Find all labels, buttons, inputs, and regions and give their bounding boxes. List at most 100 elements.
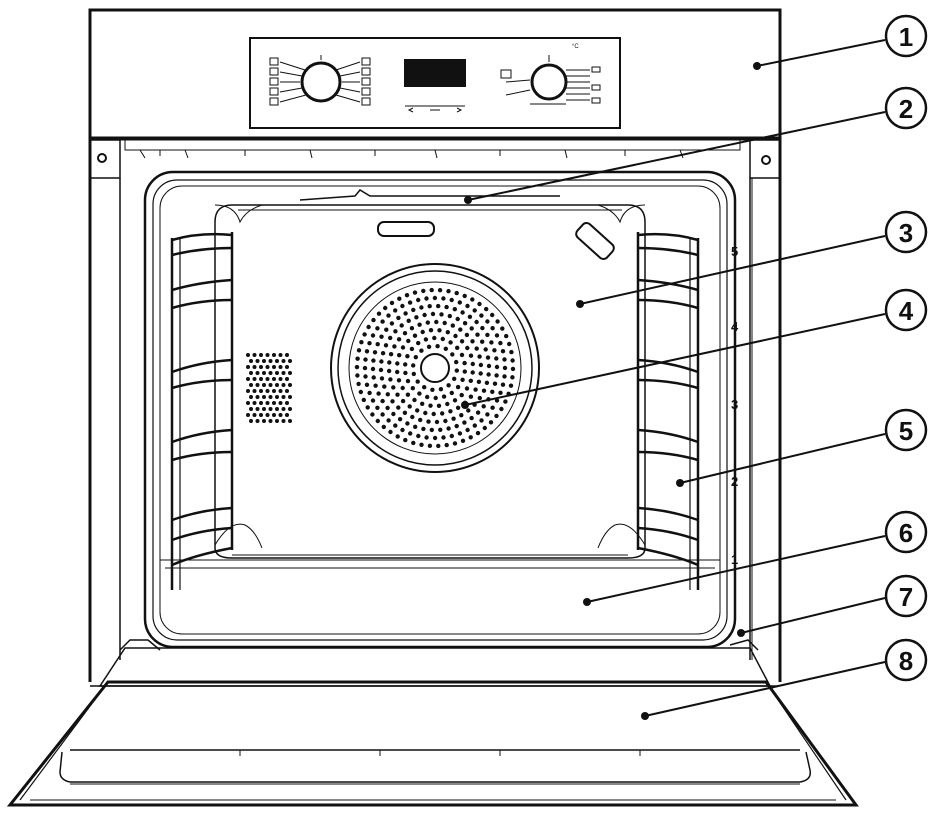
- fan-hole: [364, 382, 370, 387]
- fan-hole: [411, 307, 416, 313]
- fan-hole: [462, 360, 467, 366]
- vent-hole: [285, 377, 289, 381]
- fan-hole: [454, 368, 459, 373]
- fan-hole: [423, 337, 429, 342]
- fan-hole: [455, 384, 461, 390]
- fan-hole: [485, 355, 491, 360]
- fan-hole: [361, 397, 366, 403]
- fan-hole: [475, 430, 481, 436]
- fan-hole: [411, 371, 416, 377]
- fan-hole: [396, 315, 401, 321]
- fan-hole: [502, 374, 507, 379]
- fan-hole: [459, 413, 464, 418]
- vent-hole: [268, 359, 273, 363]
- fan-hole: [418, 417, 423, 423]
- fan-hole: [486, 372, 491, 377]
- fan-hole: [454, 359, 459, 365]
- fan-hole: [440, 411, 445, 416]
- vent-hole: [288, 407, 292, 411]
- vent-hole: [262, 407, 266, 411]
- fan-hole: [388, 335, 393, 341]
- fan-hole: [387, 360, 392, 365]
- fan-hole: [354, 364, 360, 370]
- callout-3: 3: [884, 210, 928, 254]
- fan-hole: [460, 438, 466, 443]
- vent-hole: [246, 377, 250, 381]
- fan-hole: [399, 323, 404, 328]
- fan-hole: [475, 332, 480, 337]
- fan-hole: [462, 321, 468, 326]
- callout-label-7: 7: [899, 582, 913, 612]
- fan-hole: [416, 297, 421, 303]
- fan-hole: [375, 405, 380, 410]
- fan-hole: [465, 303, 470, 309]
- fan-hole: [500, 382, 506, 387]
- fan-hole: [490, 326, 495, 331]
- vent-hole: [278, 353, 283, 357]
- fan-hole: [409, 326, 415, 331]
- fan-hole: [450, 323, 455, 328]
- fan-hole: [478, 362, 484, 368]
- fan-hole: [380, 319, 385, 324]
- fan-hole: [358, 389, 363, 395]
- vent-hole: [268, 371, 273, 375]
- fan-hole: [455, 405, 461, 410]
- vent-hole: [288, 371, 292, 375]
- fan-hole: [448, 409, 453, 414]
- callout-1: 1: [884, 14, 928, 58]
- function-knob: [300, 61, 342, 103]
- fan-hole: [444, 304, 449, 310]
- fan-hole: [473, 387, 478, 392]
- fan-hole: [427, 443, 433, 448]
- vent-hole: [268, 383, 273, 387]
- vent-hole: [255, 395, 260, 399]
- control-housing: [88, 8, 782, 140]
- shelf-level-2: 2: [731, 474, 738, 489]
- fan-hole: [426, 344, 432, 349]
- fan-hole: [425, 320, 430, 325]
- fan-hole: [379, 359, 384, 364]
- fan-hole: [492, 348, 497, 353]
- vent-hole: [272, 401, 276, 405]
- callout-4: 4: [884, 288, 928, 332]
- fan-hole: [390, 399, 395, 404]
- fan-hole: [389, 300, 395, 306]
- fan-hole: [494, 364, 500, 370]
- vent-hole: [268, 407, 273, 411]
- fan-hole: [421, 426, 426, 432]
- vent-hole: [259, 377, 263, 381]
- fan-hole: [393, 329, 398, 334]
- fan-hole: [416, 433, 421, 439]
- fan-hole: [355, 373, 360, 378]
- vent-hole: [252, 353, 257, 357]
- vent-hole: [268, 395, 273, 399]
- fan-hole: [477, 354, 482, 359]
- fan-hole: [462, 293, 467, 299]
- fan-hole: [490, 312, 495, 318]
- vent-hole: [265, 377, 270, 381]
- fan-hole: [407, 404, 412, 409]
- fan-hole: [485, 319, 490, 324]
- callout-5: 5: [884, 408, 928, 452]
- fan-hole: [383, 305, 388, 311]
- fan-cover: [330, 263, 540, 473]
- vent-hole: [285, 389, 289, 393]
- control-panel: °C: [249, 37, 621, 129]
- fan-hole: [502, 365, 508, 371]
- fan-hole: [396, 378, 402, 383]
- fan-hole: [379, 376, 385, 381]
- vent-hole: [259, 389, 263, 393]
- vent-hole: [249, 359, 253, 363]
- vent-hole: [281, 371, 286, 375]
- fan-hole: [470, 339, 475, 344]
- fan-hole: [419, 348, 424, 353]
- fan-hole: [430, 387, 435, 392]
- fan-hole: [355, 356, 360, 361]
- shelf-level-1: 1: [731, 552, 738, 567]
- fan-hole: [375, 418, 380, 424]
- fan-hole: [476, 379, 482, 384]
- fan-hole: [396, 405, 401, 410]
- fan-hole: [422, 312, 427, 318]
- fan-hole: [485, 332, 490, 338]
- fan-hub: [420, 353, 450, 383]
